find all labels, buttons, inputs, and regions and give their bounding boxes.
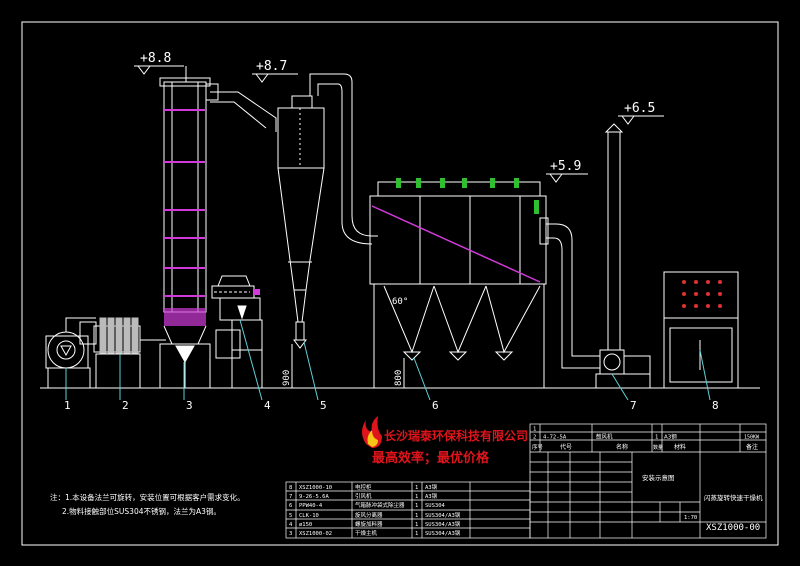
bom-cell-no: 8 xyxy=(289,485,292,491)
bom-cell-no: 5 xyxy=(289,513,292,519)
cabinet-indicator-lights xyxy=(682,280,722,308)
elevation-5-9: +5.9 xyxy=(550,159,581,174)
tower-base xyxy=(159,325,241,389)
tb-r2-qty: 1 xyxy=(655,435,658,441)
bom-cell-qty: 1 xyxy=(415,531,418,537)
tb-r1-no: 1 xyxy=(533,427,536,433)
tower-mixing-chamber xyxy=(164,308,206,326)
bom-cell-code: PPW40-4 xyxy=(299,503,323,509)
duct-cyclone-filter xyxy=(309,73,378,237)
bom-cell-name: 干燥主机 xyxy=(355,529,378,537)
bom-cell-no: 3 xyxy=(289,531,292,537)
assembly-label: 安装示意图 xyxy=(642,473,675,482)
drawing-number: XSZ1000-00 xyxy=(706,523,760,533)
tb-r2-code: 4-72-5A xyxy=(543,435,567,441)
tb-r2-no: 2 xyxy=(533,435,536,441)
tower-rings xyxy=(164,109,206,297)
tb-r2-mat: A3钢 xyxy=(664,433,677,441)
cyclone-separator xyxy=(277,95,325,349)
bag-filter xyxy=(369,181,547,388)
callout-6: 6 xyxy=(432,399,439,412)
bom-cell-code: 9-26-5.6A xyxy=(299,494,329,500)
elevation-8-8: +8.8 xyxy=(140,51,171,66)
drawing-scale: 1:70 xyxy=(684,515,697,521)
duct-filter-fan xyxy=(546,223,600,357)
callout-7: 7 xyxy=(630,399,637,412)
feeder-motor-mark xyxy=(254,289,260,295)
bom-cell-mat: SUS304/A3钢 xyxy=(425,520,461,528)
callout-5: 5 xyxy=(320,399,327,412)
induced-fan xyxy=(595,349,651,389)
bom-cell-mat: A3钢 xyxy=(425,492,438,500)
bom-cell-qty: 1 xyxy=(415,494,418,500)
tb-hdr-mat: 材料 xyxy=(674,443,686,451)
bom-cell-no: 4 xyxy=(289,522,293,528)
callout-2: 2 xyxy=(122,399,129,412)
drying-tower xyxy=(159,77,219,313)
bom-cell-code: ø150 xyxy=(299,522,312,528)
pulse-valves xyxy=(396,178,539,214)
tb-hdr-qty: 数量 xyxy=(653,444,663,451)
callout-leaders xyxy=(65,319,711,401)
bom-cell-mat: SUS304 xyxy=(425,503,446,509)
blower-unit xyxy=(45,317,97,389)
bom-cell-name: 旋风分离器 xyxy=(355,511,383,519)
bom-cell-qty: 1 xyxy=(415,485,418,491)
tb-hdr-name: 名称 xyxy=(616,443,628,451)
bom-cell-qty: 1 xyxy=(415,522,418,528)
callout-4: 4 xyxy=(264,399,271,412)
chimney xyxy=(604,123,624,351)
note-line-2: 2.物料接触部位SUS304不锈钢，法兰为A3钢。 xyxy=(62,506,221,516)
bom-cell-no: 7 xyxy=(289,494,292,500)
flame-logo xyxy=(362,416,382,448)
bom-cell-mat: SUS304/A3钢 xyxy=(425,511,461,519)
dimension-900: 900 xyxy=(282,370,292,386)
note-line-1: 注：1.本设备法兰可旋转，安装位置可根据客户需求变化。 xyxy=(50,492,245,502)
bom-cell-mat: A3钢 xyxy=(425,483,438,491)
bom-table xyxy=(285,481,531,539)
callout-8: 8 xyxy=(712,399,719,412)
callout-3: 3 xyxy=(186,399,193,412)
bom-cell-qty: 1 xyxy=(415,513,418,519)
elevation-8-7: +8.7 xyxy=(256,59,287,74)
bom-cell-name: 螺旋加料器 xyxy=(355,520,383,528)
air-heater-unit xyxy=(93,317,166,389)
drawing-border xyxy=(21,21,779,546)
tb-hdr-code: 代号 xyxy=(560,443,572,451)
tb-hdr-no: 序号 xyxy=(532,443,544,451)
duct-tower-cyclone xyxy=(210,91,277,132)
elevation-6-5: +6.5 xyxy=(624,101,655,116)
bom-cell-code: XSZ1000-10 xyxy=(299,485,332,491)
filter-diagonal xyxy=(371,205,541,283)
company-slogan: 最高效率；最优价格 xyxy=(372,450,490,466)
tb-r2-name: 鼓风机 xyxy=(596,433,613,441)
bom-cell-qty: 1 xyxy=(415,503,418,509)
drawing-title: 闪蒸旋转快速干燥机 xyxy=(704,493,763,502)
control-cabinet xyxy=(663,271,739,389)
angle-60: 60° xyxy=(392,297,408,307)
elevation-markers xyxy=(134,65,664,183)
tb-hdr-remark: 备注 xyxy=(746,443,758,451)
filter-outlets xyxy=(402,351,514,361)
tb-r2-weight: 150KW xyxy=(744,435,760,441)
bom-cell-no: 6 xyxy=(289,503,292,509)
callout-1: 1 xyxy=(64,399,71,412)
bom-cell-name: 气箱脉冲袋式除尘器 xyxy=(355,501,405,509)
bom-cell-name: 引风机 xyxy=(355,492,372,500)
company-name: 长沙瑞泰环保科技有限公司 xyxy=(384,428,528,443)
bom-cell-code: CLK-10 xyxy=(299,513,319,519)
bom-cell-mat: SUS304/A3钢 xyxy=(425,529,461,537)
bom-cell-name: 电控柜 xyxy=(355,483,372,491)
bom-cell-code: XSZ1000-02 xyxy=(299,531,332,537)
dimension-lines xyxy=(291,344,405,388)
dimension-800: 800 xyxy=(394,370,404,386)
title-block xyxy=(529,423,767,539)
